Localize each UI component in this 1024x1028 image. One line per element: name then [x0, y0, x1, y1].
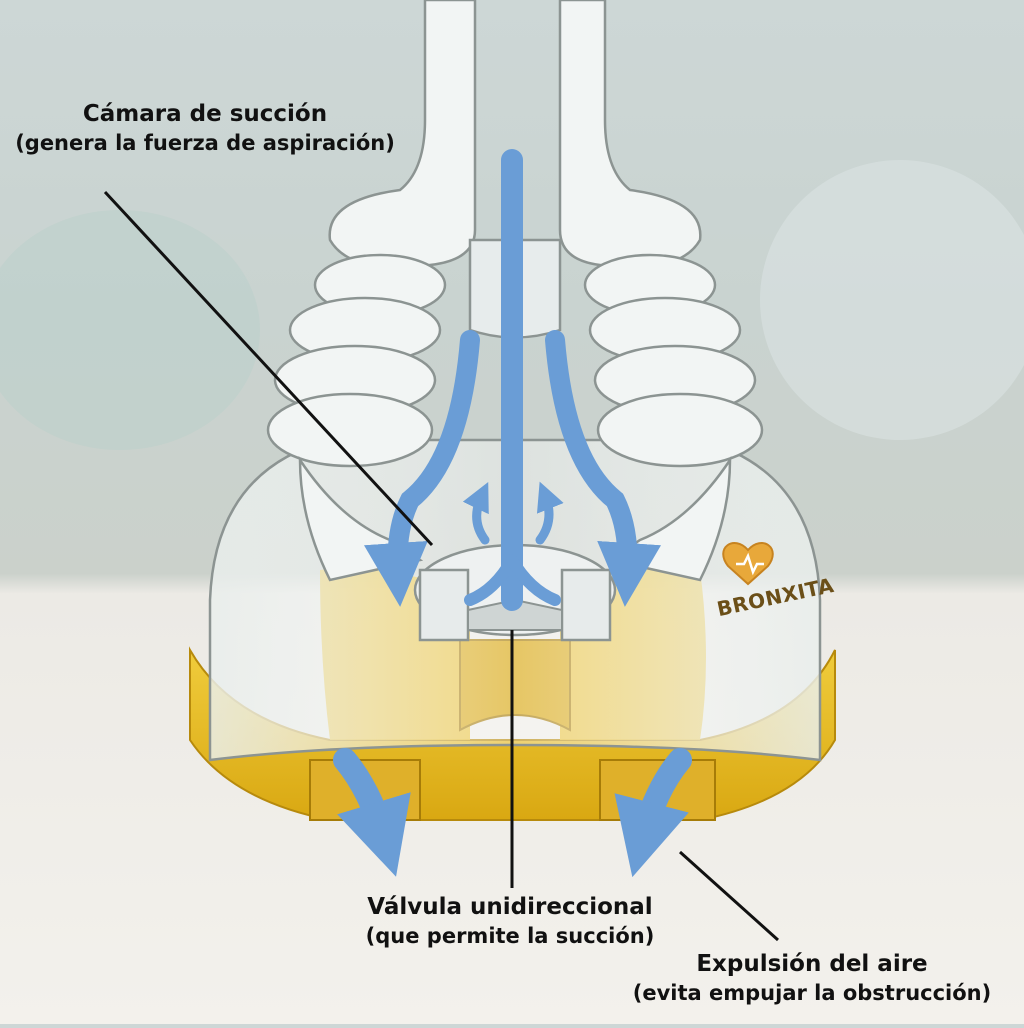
- label-suction-chamber-desc: (genera la fuerza de aspiración): [15, 130, 395, 155]
- rising-right-arrow: [535, 481, 564, 545]
- leader-line-exhaust: [678, 850, 780, 942]
- exhaust-left-arrow: [333, 748, 411, 877]
- label-air-expulsion-title: Expulsión del aire: [696, 951, 928, 977]
- heart-lungs-icon: [722, 542, 774, 586]
- label-suction-chamber-title: Cámara de succión: [82, 101, 328, 127]
- label-one-way-valve-desc: (que permite la succión): [365, 923, 655, 948]
- label-suction-chamber: Cámara de succión (genera la fuerza de a…: [0, 100, 410, 157]
- leader-line-chamber: [103, 190, 434, 547]
- descending-left-arrow: [363, 330, 480, 607]
- rising-left-arrow: [462, 482, 490, 545]
- split-right-arrow: [506, 554, 561, 606]
- leader-lines: [103, 190, 780, 942]
- airflow-arrows: [333, 149, 692, 878]
- descending-right-arrow: [545, 330, 662, 607]
- label-air-expulsion-desc: (evita empujar la obstrucción): [632, 980, 992, 1005]
- label-one-way-valve-title: Válvula unidireccional: [367, 894, 653, 920]
- label-air-expulsion: Expulsión del aire (evita empujar la obs…: [600, 950, 1024, 1007]
- background: [0, 160, 1024, 450]
- label-one-way-valve: Válvula unidireccional (que permite la s…: [330, 893, 690, 950]
- exhaust-right-arrow: [614, 748, 692, 878]
